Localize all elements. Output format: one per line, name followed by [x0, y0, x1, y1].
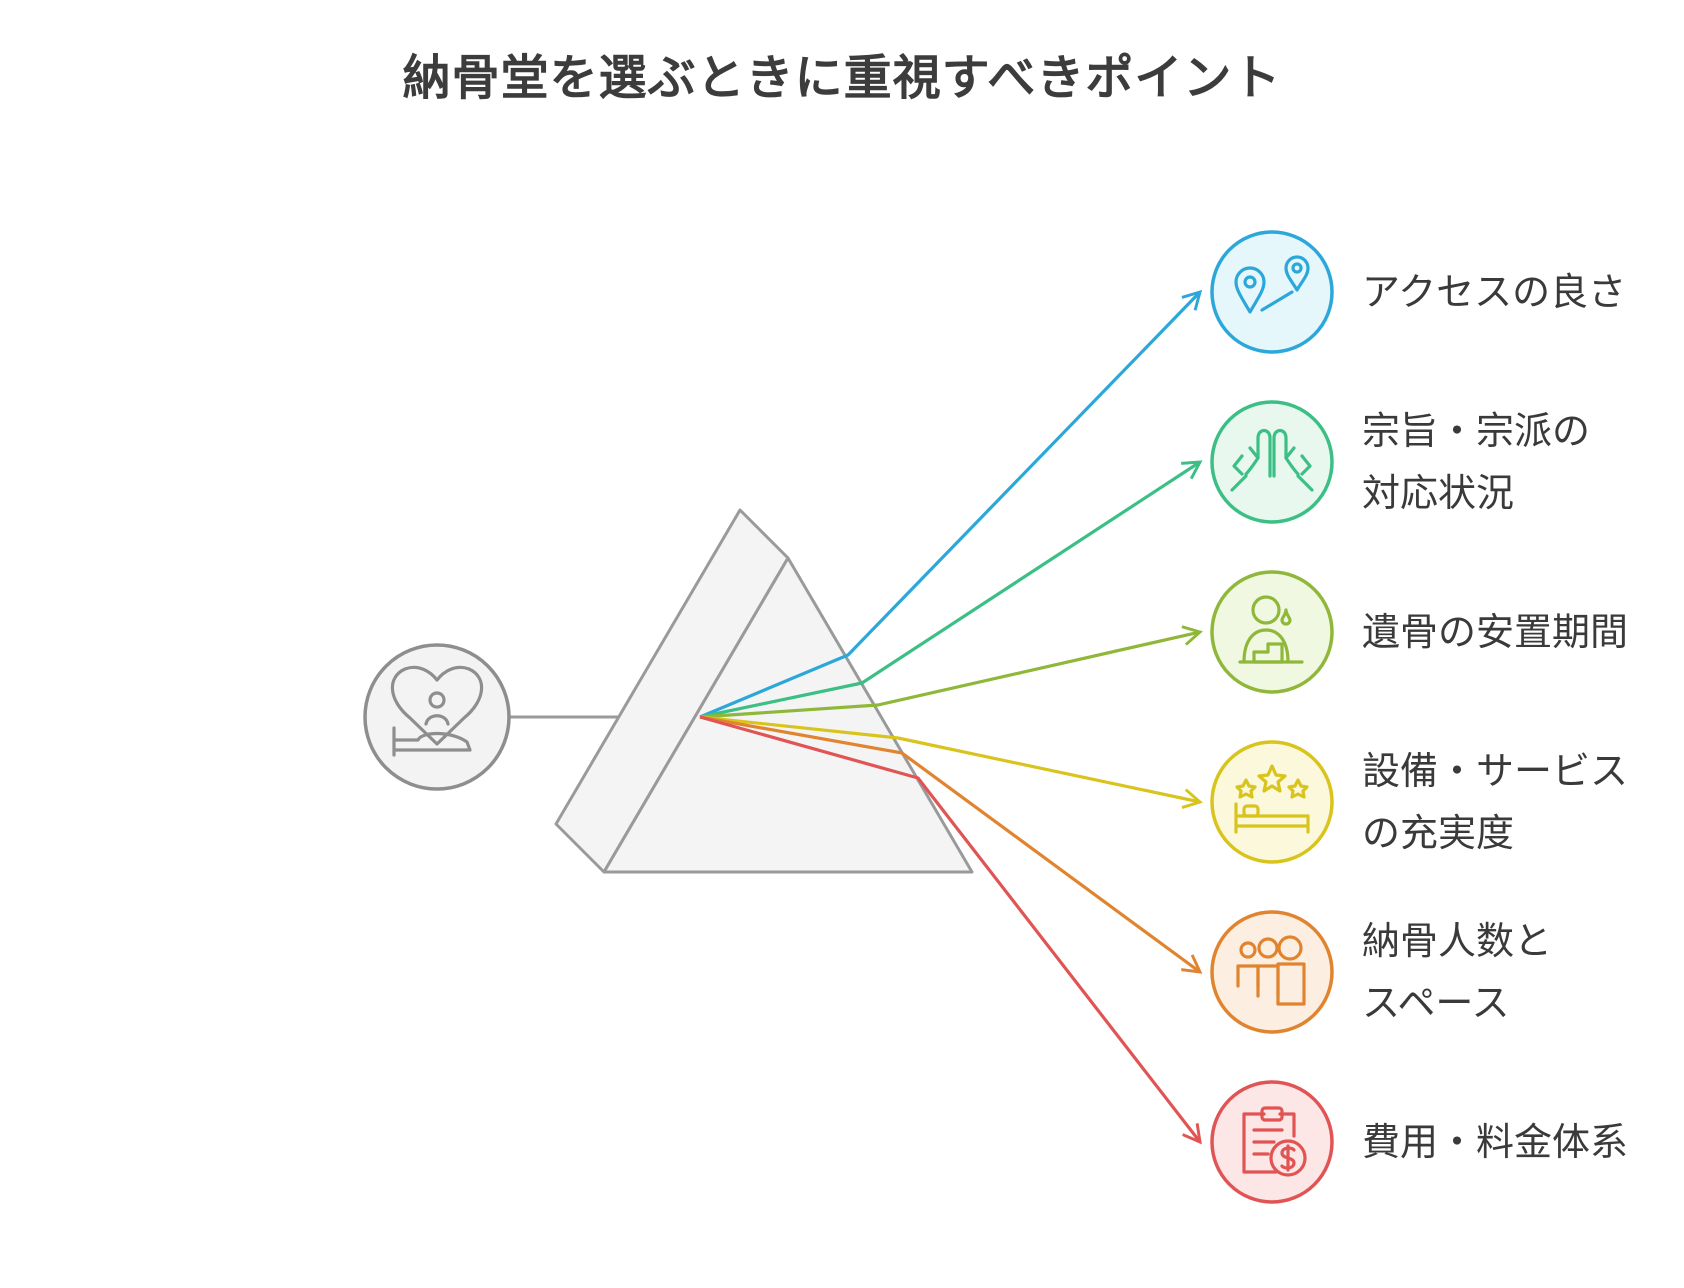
item-node-5: [1210, 910, 1334, 1034]
prism: [554, 508, 974, 874]
item-label-1: アクセスの良さ: [1362, 261, 1626, 323]
ray-5: [699, 715, 1203, 974]
clipboard-dollar-icon: [1242, 1106, 1307, 1177]
ray-4: [699, 715, 1203, 809]
ray-6: [699, 715, 1202, 1145]
item-label-line: 設備・サービス: [1362, 749, 1629, 793]
item-label-line: の充実度: [1362, 811, 1515, 855]
ray-1: [699, 289, 1203, 719]
item-label-4: 設備・サービスの充実度: [1362, 740, 1628, 864]
item-label-5: 納骨人数とスペース: [1362, 910, 1552, 1034]
grieving-person-icon: [1238, 595, 1304, 664]
item-label-6: 費用・料金体系: [1362, 1111, 1628, 1173]
ray-2: [699, 460, 1203, 719]
ray-3: [699, 625, 1203, 719]
item-label-line: 納骨人数と: [1362, 919, 1553, 963]
item-node-2: [1210, 400, 1334, 524]
group-people-icon: [1236, 935, 1306, 1006]
item-label-line: スペース: [1362, 981, 1510, 1025]
item-node-1: [1210, 230, 1334, 354]
item-label-2: 宗旨・宗派の対応状況: [1362, 400, 1590, 524]
item-label-line: 費用・料金体系: [1362, 1120, 1629, 1164]
item-nodes: [1210, 230, 1334, 1204]
stars-bed-icon: [1234, 764, 1310, 834]
item-label-line: アクセスの良さ: [1362, 270, 1627, 314]
item-label-line: 対応状況: [1362, 471, 1515, 515]
page-title: 納骨堂を選ぶときに重視すべきポイント: [402, 50, 1282, 106]
item-node-6: [1210, 1080, 1334, 1204]
item-label-line: 遺骨の安置期間: [1362, 610, 1629, 654]
item-node-4: [1210, 740, 1334, 864]
source-node: [363, 643, 511, 791]
item-label-3: 遺骨の安置期間: [1362, 601, 1628, 663]
praying-hands-icon: [1230, 428, 1314, 492]
item-node-3: [1210, 570, 1334, 694]
dispersed-rays: [699, 289, 1203, 1145]
item-label-line: 宗旨・宗派の: [1362, 409, 1591, 453]
heart-person-bed-icon: [390, 665, 484, 757]
map-pins-route-icon: [1234, 255, 1310, 314]
